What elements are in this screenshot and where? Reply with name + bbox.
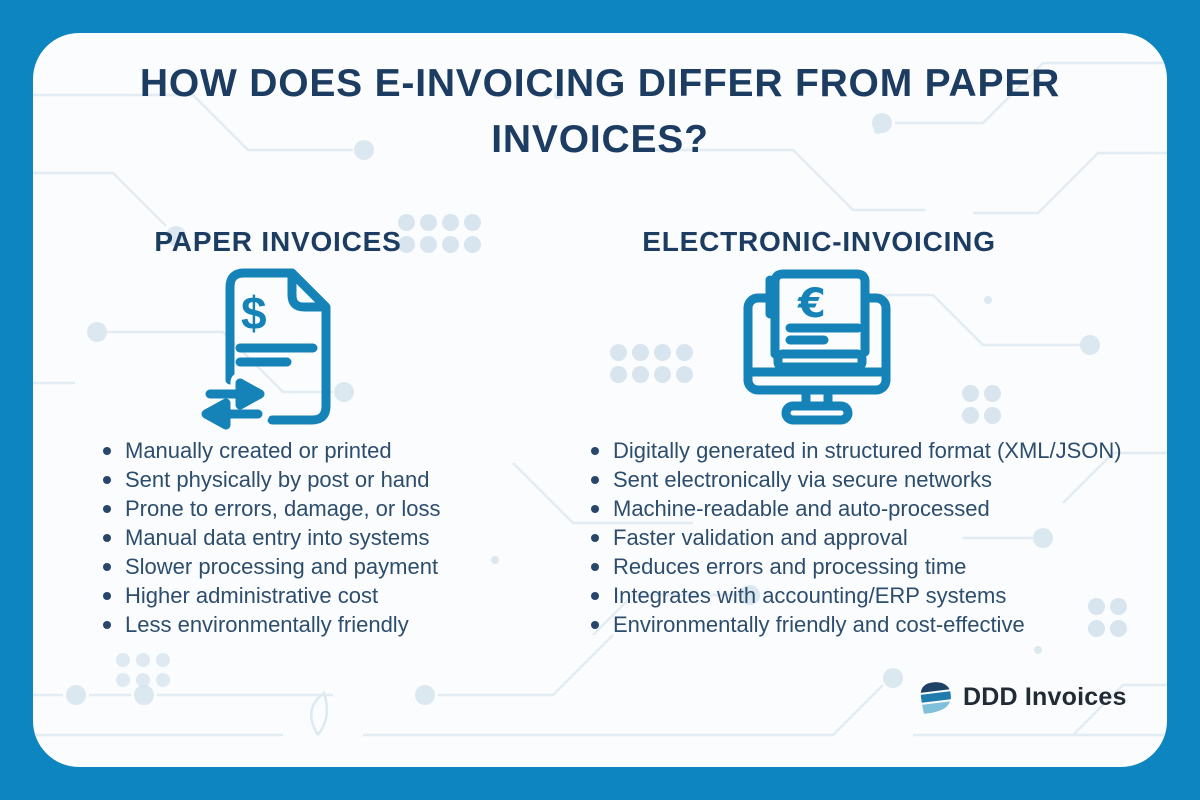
list-item: Slower processing and payment xyxy=(97,552,537,581)
list-item: Sent electronically via secure networks xyxy=(585,465,1185,494)
electronic-invoicing-heading: ELECTRONIC-INVOICING xyxy=(642,226,996,257)
electronic-invoicing-list: Digitally generated in structured format… xyxy=(585,436,1185,639)
list-item: Sent physically by post or hand xyxy=(97,465,537,494)
circuit-pattern-background xyxy=(33,61,1167,737)
paper-invoices-heading: PAPER INVOICES xyxy=(154,226,402,257)
list-item: Faster validation and approval xyxy=(585,523,1185,552)
list-item: Integrates with accounting/ERP systems xyxy=(585,581,1185,610)
list-item: Environmentally friendly and cost-effect… xyxy=(585,610,1185,639)
list-item: Manually created or printed xyxy=(97,436,537,465)
list-item: Machine-readable and auto-processed xyxy=(585,494,1185,523)
svg-text:€: € xyxy=(797,281,826,327)
list-item: Higher administrative cost xyxy=(97,581,537,610)
list-item: Reduces errors and processing time xyxy=(585,552,1185,581)
svg-text:$: $ xyxy=(241,287,267,339)
paper-invoice-icon: $ xyxy=(194,268,331,436)
list-item: Manual data entry into systems xyxy=(97,523,537,552)
brand-logo: DDD Invoices xyxy=(918,677,1127,717)
e-invoicing-monitor-icon: € xyxy=(743,269,891,425)
list-item: Less environmentally friendly xyxy=(97,610,537,639)
brand-name: DDD Invoices xyxy=(963,682,1127,711)
list-item: Prone to errors, damage, or loss xyxy=(97,494,537,523)
ddd-invoices-logo-icon xyxy=(919,680,953,715)
page-title: HOW DOES E-INVOICING DIFFER FROM PAPER I… xyxy=(139,62,1061,161)
list-item: Digitally generated in structured format… xyxy=(585,436,1185,465)
